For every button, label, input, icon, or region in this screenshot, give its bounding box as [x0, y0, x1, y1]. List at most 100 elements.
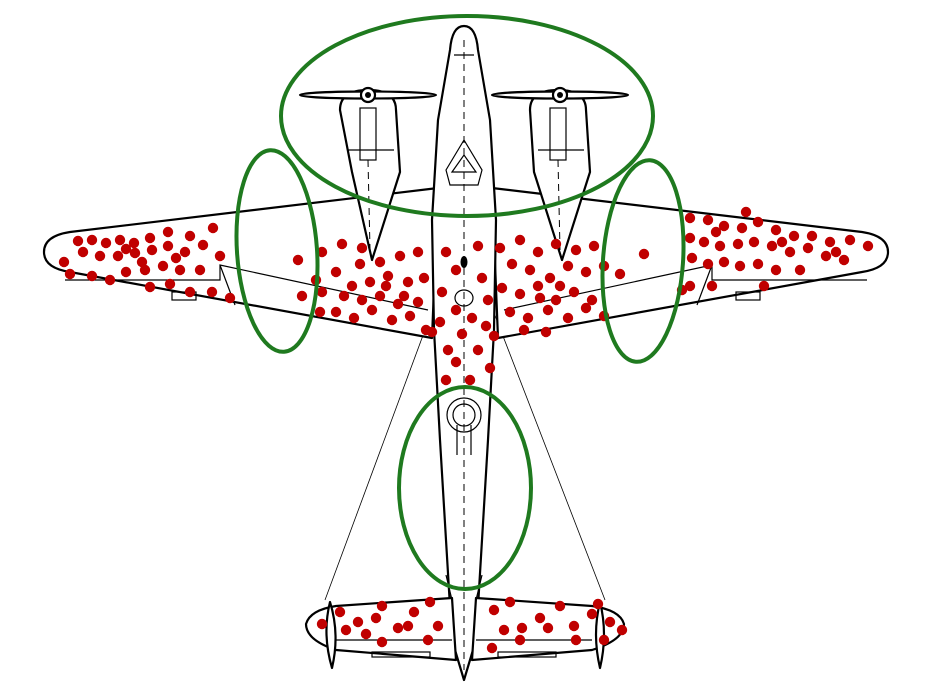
bullet-hole-dot: [788, 230, 800, 242]
bullet-hole-dot: [184, 286, 196, 298]
bullet-hole-dot: [139, 264, 151, 276]
bullet-hole-dot: [129, 247, 141, 259]
left-wing: [42, 186, 440, 340]
bullet-hole-dot: [214, 250, 226, 262]
bullet-hole-dot: [136, 256, 148, 268]
bullet-hole-dot: [104, 274, 116, 286]
bullet-hole-dot: [776, 236, 788, 248]
bullet-hole-dot: [336, 238, 348, 250]
bullet-hole-dot: [436, 286, 448, 298]
bullet-hole-dot: [514, 288, 526, 300]
bullet-hole-dot: [506, 258, 518, 270]
bullet-hole-dot: [554, 600, 566, 612]
bullet-hole-dot: [684, 212, 696, 224]
bullet-hole-dot: [586, 608, 598, 620]
bullet-hole-dot: [86, 270, 98, 282]
bullet-hole-dot: [164, 278, 176, 290]
bullet-hole-dot: [702, 214, 714, 226]
bullet-hole-dot: [120, 266, 132, 278]
bullet-hole-dot: [718, 220, 730, 232]
bullet-hole-dot: [100, 237, 112, 249]
bullet-hole-dot: [770, 224, 782, 236]
bullet-hole-dot: [434, 316, 446, 328]
bullet-hole-dot: [486, 642, 498, 654]
bullet-hole-dot: [570, 634, 582, 646]
bullet-hole-dot: [488, 330, 500, 342]
bullet-hole-dot: [544, 272, 556, 284]
rear-fuselage-oval: [397, 385, 533, 591]
bullet-hole-dot: [802, 242, 814, 254]
bullet-hole-dot: [504, 596, 516, 608]
bullet-hole-dot: [586, 294, 598, 306]
bullet-hole-dot: [144, 281, 156, 293]
bullet-hole-dot: [170, 252, 182, 264]
bullet-hole-dot: [352, 616, 364, 628]
bullet-hole-dot: [354, 258, 366, 270]
bullet-hole-dot: [440, 246, 452, 258]
bullet-hole-dot: [686, 252, 698, 264]
bullet-hole-dot: [466, 312, 478, 324]
bullet-hole-dot: [706, 280, 718, 292]
bullet-hole-dot: [838, 254, 850, 266]
bullet-hole-dot: [348, 312, 360, 324]
bullet-hole-dot: [514, 234, 526, 246]
bullet-hole-dot: [514, 634, 526, 646]
bullet-hole-dot: [568, 620, 580, 632]
bullet-hole-dot: [580, 266, 592, 278]
bullet-hole-dot: [418, 272, 430, 284]
bullet-hole-dot: [402, 276, 414, 288]
bullet-hole-dot: [718, 256, 730, 268]
bullet-hole-dot: [197, 239, 209, 251]
bullet-hole-dot: [562, 260, 574, 272]
bullet-hole-dot: [616, 624, 628, 636]
bullet-hole-dot: [758, 280, 770, 292]
bullet-hole-dot: [374, 256, 386, 268]
bullet-hole-dot: [638, 248, 650, 260]
engines-and-nose-oval: [279, 14, 655, 218]
bullet-hole-dot: [380, 280, 392, 292]
bullet-hole-dot: [488, 604, 500, 616]
bullet-hole-dot: [844, 234, 856, 246]
bullet-hole-dot: [450, 304, 462, 316]
bullet-hole-dot: [820, 250, 832, 262]
bullet-hole-dot: [806, 230, 818, 242]
bullet-hole-dot: [494, 242, 506, 254]
bullet-hole-dot: [64, 268, 76, 280]
bullet-hole-dot: [398, 290, 410, 302]
bullet-hole-dot: [592, 598, 604, 610]
bullet-hole-dot: [120, 243, 132, 255]
bullet-hole-dot: [77, 246, 89, 258]
bullet-hole-dot: [334, 606, 346, 618]
right-wing-mid-oval: [600, 158, 686, 364]
bullet-hole-dot: [748, 236, 760, 248]
bullet-hole-dot: [472, 344, 484, 356]
bullet-hole-dot: [184, 230, 196, 242]
bullet-hole-dot: [426, 326, 438, 338]
bullet-hole-dot: [424, 596, 436, 608]
bullet-hole-dot: [144, 232, 156, 244]
bullet-hole-dot: [58, 256, 70, 268]
bullet-hole-dot: [386, 314, 398, 326]
bullet-hole-dot: [422, 634, 434, 646]
bullet-hole-dot: [824, 236, 836, 248]
bullet-hole-dot: [522, 312, 534, 324]
left-propeller: [298, 86, 438, 104]
bullet-hole-dot: [550, 294, 562, 306]
bullet-hole-dot: [86, 234, 98, 246]
bullet-hole-dot: [364, 276, 376, 288]
bullet-hole-dot: [194, 264, 206, 276]
bullet-hole-dot: [412, 296, 424, 308]
bullet-hole-dot: [534, 292, 546, 304]
bullet-hole-dot: [554, 280, 566, 292]
bullet-hole-dot: [770, 264, 782, 276]
bullet-hole-dot: [374, 290, 386, 302]
bullet-hole-dot: [534, 612, 546, 624]
bullet-hole-dot: [440, 374, 452, 386]
bullet-hole-dot: [702, 258, 714, 270]
bullet-hole-dot: [370, 612, 382, 624]
bullet-hole-dot: [450, 264, 462, 276]
fuselage-details: [445, 40, 483, 670]
bullet-hole-dot: [206, 286, 218, 298]
